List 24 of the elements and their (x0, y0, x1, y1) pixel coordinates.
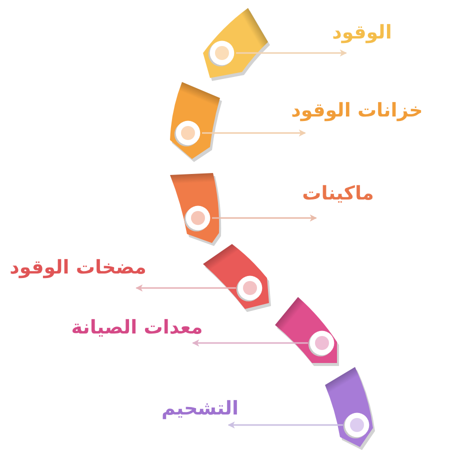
circle-marker (343, 411, 371, 439)
step-label: الوقود (332, 22, 392, 44)
arrow (212, 214, 317, 222)
arrow (136, 284, 236, 292)
circle-marker (208, 39, 236, 67)
step-label: معدات الصيانة (71, 316, 203, 340)
step-label: ماكينات (302, 182, 374, 206)
circle-marker (308, 329, 336, 357)
arrow (202, 130, 306, 136)
tag-shape (203, 244, 271, 312)
arrow (236, 50, 347, 56)
circle-marker (174, 119, 202, 147)
circle-marker (184, 204, 212, 232)
tag-shape (170, 82, 222, 162)
step-label: التشحيم (161, 398, 239, 420)
tag-shape (275, 297, 339, 366)
circle-marker (236, 274, 264, 302)
arrow (228, 422, 343, 428)
tag-shape (170, 173, 221, 246)
arrow (192, 340, 308, 346)
step-label: خزانات الوقود (291, 100, 423, 122)
tag-shape (325, 367, 375, 450)
step-label: مضخات الوقود (10, 256, 146, 280)
tag-shape (203, 8, 270, 81)
